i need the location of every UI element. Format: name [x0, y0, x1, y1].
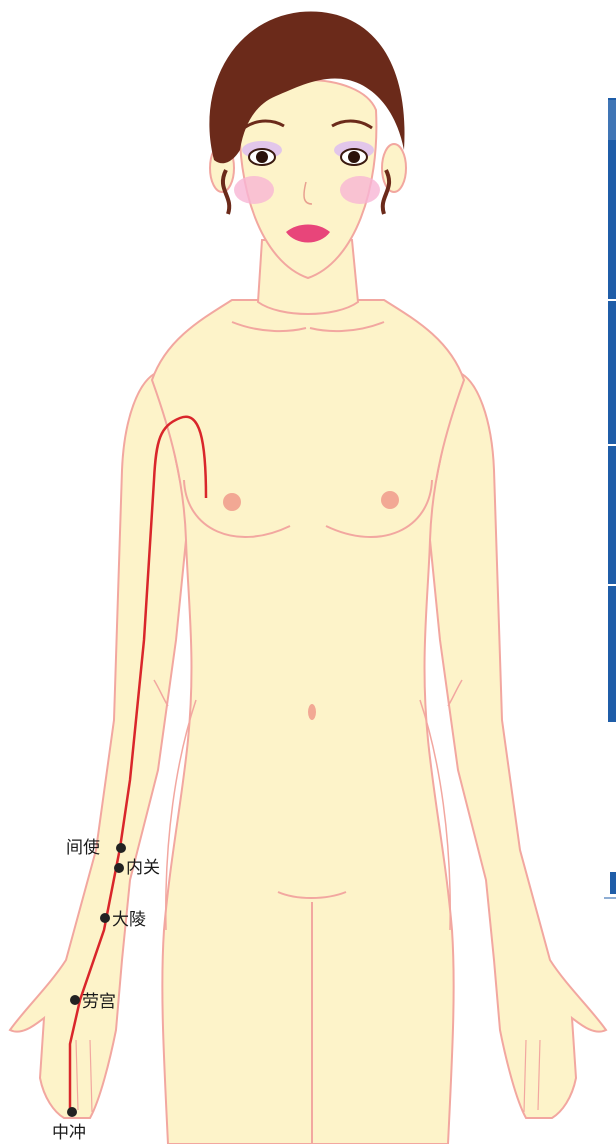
right-nipple — [381, 491, 399, 509]
acupoint-dot — [67, 1107, 77, 1117]
acupoint-label: 内关 — [126, 858, 160, 878]
acupoint-label: 间使 — [66, 837, 100, 858]
side-panel-bar — [608, 98, 616, 722]
acupoint-label: 中冲 — [52, 1123, 86, 1143]
acupoint-dot — [70, 995, 80, 1005]
head — [209, 11, 406, 278]
acupoint-label: 大陵 — [112, 910, 146, 930]
acupoint-dot — [100, 913, 110, 923]
side-panel — [604, 98, 616, 898]
acupoint-label: 劳宫 — [82, 992, 116, 1012]
left-nipple — [223, 493, 241, 511]
acupoint-dot — [114, 863, 124, 873]
acupoint-dot — [116, 843, 126, 853]
navel — [308, 704, 316, 720]
right-arm — [428, 372, 606, 1118]
side-panel-fragment — [610, 872, 616, 894]
